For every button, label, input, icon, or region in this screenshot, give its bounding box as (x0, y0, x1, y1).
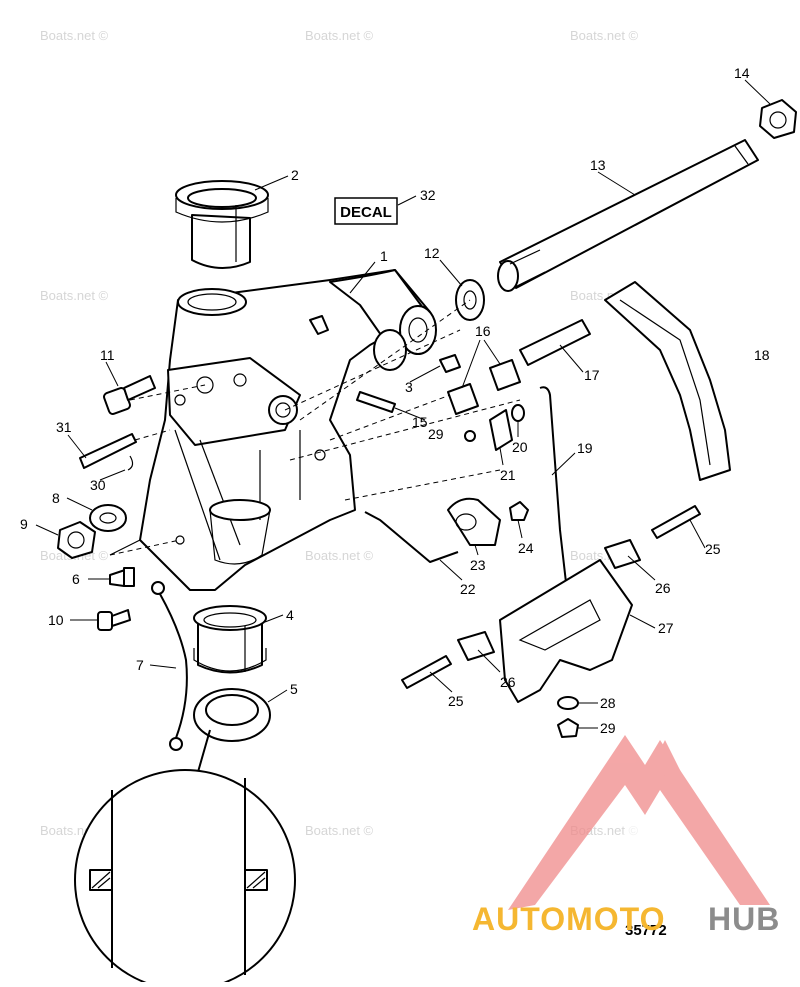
callout-2: 2 (291, 167, 299, 183)
part-rod-19[interactable] (539, 386, 569, 601)
callout-1: 1 (380, 248, 388, 264)
part-grease-fitting-3[interactable] (439, 354, 461, 373)
callout-20: 20 (512, 439, 528, 455)
part-tilt-tube[interactable] (497, 139, 759, 292)
part-tilt-lever[interactable] (604, 281, 731, 481)
part-lower-bushing[interactable] (193, 605, 267, 674)
part-bushing-16b[interactable] (489, 359, 521, 391)
part-seal[interactable] (193, 688, 271, 742)
callout-numbers: 1 2 3 4 5 6 7 8 9 10 11 12 13 14 15 16 1… (20, 65, 770, 736)
part-rod-22[interactable] (364, 511, 459, 563)
callout-25a: 25 (705, 541, 721, 557)
callout-32: 32 (420, 187, 436, 203)
part-bolt-11[interactable] (103, 375, 156, 415)
callout-21: 21 (500, 467, 516, 483)
callout-7: 7 (136, 657, 144, 673)
part-grease-fitting[interactable] (109, 567, 135, 587)
leader-lines (35, 79, 771, 729)
part-bolt-15[interactable] (356, 391, 396, 413)
part-link-21[interactable] (489, 409, 513, 451)
watermark-text: Boats.net © (40, 288, 109, 303)
callout-26a: 26 (655, 580, 671, 596)
callout-30: 30 (90, 477, 106, 493)
callout-29b: 29 (428, 426, 444, 442)
part-ground-wire[interactable] (151, 581, 188, 751)
part-clip-26b[interactable] (457, 631, 495, 661)
part-washer-20[interactable] (511, 404, 525, 422)
callout-5: 5 (290, 681, 298, 697)
part-washer-28[interactable] (557, 696, 579, 710)
part-pin-31[interactable] (79, 433, 137, 471)
part-upper-bushing[interactable] (175, 180, 269, 269)
callout-17: 17 (584, 367, 600, 383)
part-washer-8[interactable] (89, 504, 127, 532)
callout-6: 6 (72, 571, 80, 587)
brand-part2: HUB (708, 901, 780, 937)
part-nut-29[interactable] (557, 718, 579, 738)
callout-26b: 26 (500, 674, 516, 690)
part-pin-25b[interactable] (401, 655, 452, 689)
part-nut-29-small[interactable] (464, 430, 476, 442)
watermark-text: Boats.net © (305, 548, 374, 563)
part-nut-9[interactable] (57, 521, 96, 559)
callout-4: 4 (286, 607, 294, 623)
callout-23: 23 (470, 557, 486, 573)
callout-29a: 29 (600, 720, 616, 736)
watermark-text: Boats.net © (305, 823, 374, 838)
brand-logo (508, 735, 770, 910)
callout-27: 27 (658, 620, 674, 636)
decal-label: DECAL (334, 197, 398, 225)
part-cam-23[interactable] (447, 497, 501, 546)
watermark-text: Boats.net © (305, 28, 374, 43)
callout-10: 10 (48, 612, 64, 628)
part-support-27[interactable] (499, 559, 633, 703)
logo-triangle (508, 735, 770, 910)
assembly-lines (109, 299, 521, 556)
watermark-text: Boats.net © (40, 28, 109, 43)
callout-19: 19 (577, 440, 593, 456)
part-swivel-bracket[interactable] (109, 269, 437, 591)
callout-12: 12 (424, 245, 440, 261)
part-pin-17[interactable] (519, 319, 591, 366)
part-bushing-16a[interactable] (447, 383, 479, 415)
part-tilt-tube-nut[interactable] (759, 99, 797, 139)
part-clip-26a[interactable] (604, 539, 641, 569)
callout-18: 18 (754, 347, 770, 363)
callout-11: 11 (100, 347, 115, 363)
callout-24: 24 (518, 540, 534, 556)
callout-16: 16 (475, 323, 491, 339)
callout-14: 14 (734, 65, 750, 81)
brand-wordmark: AUTOMOTO HUB (472, 901, 780, 937)
callout-22: 22 (460, 581, 476, 597)
decal-text: DECAL (340, 204, 392, 221)
callout-31: 31 (56, 419, 72, 435)
callout-8: 8 (52, 490, 60, 506)
figure-number: 35772 (625, 922, 667, 939)
callout-15: 15 (412, 414, 428, 430)
detail-view (74, 729, 296, 987)
part-pin-25a[interactable] (651, 505, 701, 539)
brand-part1: AUTOMOTO (472, 901, 665, 937)
part-nut-24[interactable] (509, 501, 529, 521)
callout-25b: 25 (448, 693, 464, 709)
watermark-text: Boats.net © (570, 28, 639, 43)
callout-28: 28 (600, 695, 616, 711)
part-bolt-10[interactable] (97, 609, 131, 631)
callout-9: 9 (20, 516, 28, 532)
callout-13: 13 (590, 157, 606, 173)
callout-3: 3 (405, 379, 413, 395)
